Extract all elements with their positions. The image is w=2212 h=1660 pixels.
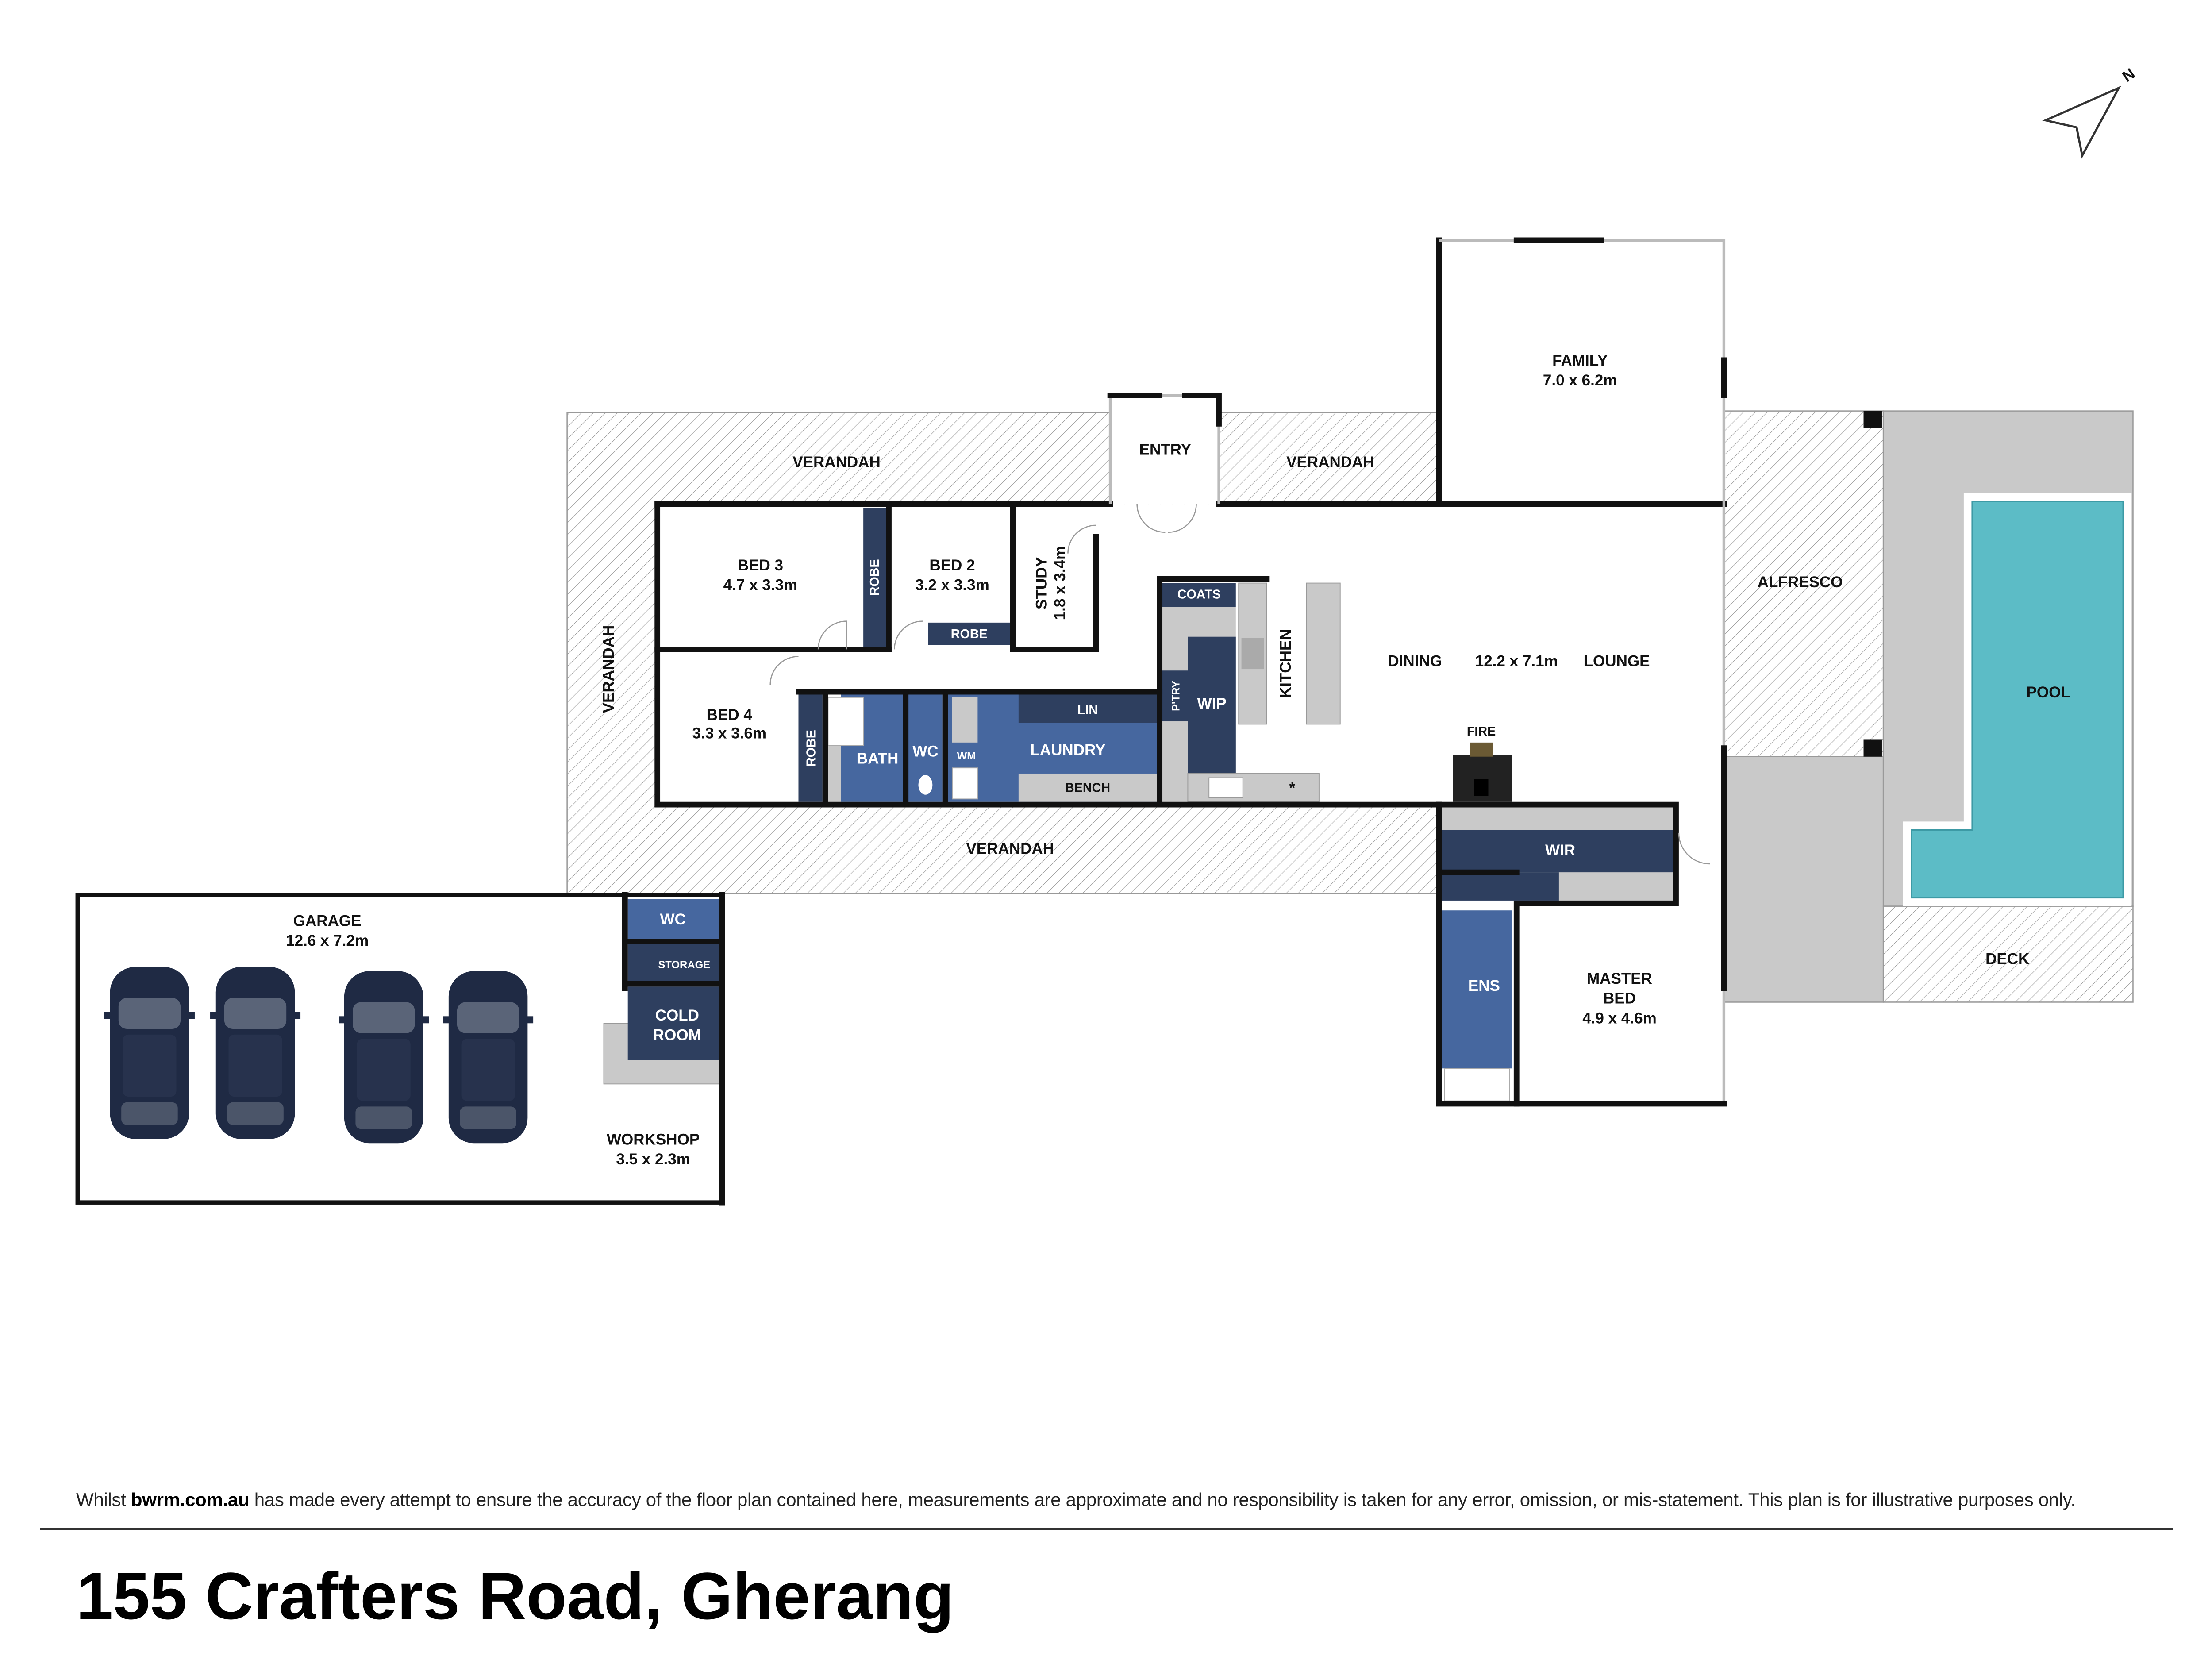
storage-label: STORAGE: [658, 959, 710, 971]
disclaimer-text: has made every attempt to ensure the acc…: [254, 1489, 2076, 1510]
kitchen-island: [1306, 582, 1341, 725]
workshop-dims: 3.5 x 2.3m: [616, 1151, 690, 1168]
entry-label: ENTRY: [1139, 441, 1191, 458]
lin-label: LIN: [1077, 703, 1098, 717]
garage-wc-label: WC: [660, 911, 686, 928]
garage-wc: [627, 899, 719, 939]
north-arrow-icon: N: [2042, 65, 2138, 159]
car-icon: [104, 967, 195, 1139]
alfresco-area: [1723, 410, 1884, 757]
pool: [1911, 501, 2124, 899]
robe-bed4: [798, 694, 823, 802]
pantry-label: P'TRY: [1170, 681, 1182, 711]
divider: [40, 1528, 2173, 1530]
bed2-dims: 3.2 x 3.3m: [915, 577, 989, 594]
pool-label: POOL: [2027, 684, 2070, 701]
family-label: FAMILY: [1552, 352, 1608, 370]
sink-icon: [1208, 777, 1243, 798]
disclaimer: Whilst bwrm.com.au has made every attemp…: [76, 1489, 2076, 1510]
brand-name: bwrm.com.au: [131, 1489, 250, 1510]
bed2-label: BED 2: [929, 557, 975, 574]
family-dims: 7.0 x 6.2m: [1543, 372, 1617, 389]
bath-label: BATH: [857, 750, 899, 767]
master-label-2: BED: [1603, 990, 1636, 1007]
wc-label: WC: [912, 743, 938, 760]
bed4-label: BED 4: [707, 706, 753, 724]
lounge-label: LOUNGE: [1584, 653, 1650, 670]
cold-room-label: COLD: [655, 1007, 699, 1024]
fan-icon: *: [1289, 780, 1296, 797]
coats-cupboard: [1161, 583, 1236, 607]
cold-room-label-2: ROOM: [653, 1027, 701, 1044]
verandah-label: VERANDAH: [600, 625, 617, 713]
alfresco-label: ALFRESCO: [1758, 574, 1843, 591]
bed3-dims: 4.7 x 3.3m: [723, 577, 798, 594]
garage-label: GARAGE: [293, 912, 362, 929]
fire-label: FIRE: [1467, 724, 1496, 739]
disclaimer-prefix: Whilst: [76, 1489, 126, 1510]
car-icon: [339, 971, 429, 1144]
workshop-label: WORKSHOP: [607, 1131, 700, 1148]
study-label: STUDY: [1033, 557, 1050, 609]
robe-label: ROBE: [951, 627, 988, 641]
property-address: 155 Crafters Road, Gherang: [76, 1559, 954, 1633]
bed4-dims: 3.3 x 3.6m: [692, 724, 766, 742]
car-icon: [210, 967, 301, 1139]
robe-bed2: [928, 622, 1010, 645]
cooktop-icon: [1241, 638, 1264, 670]
deck-area: [1882, 905, 2134, 1003]
verandah-label: VERANDAH: [792, 454, 881, 471]
verandah-label: VERANDAH: [966, 840, 1054, 858]
coats-label: COATS: [1177, 588, 1221, 602]
study-dims: 1.8 x 3.4m: [1051, 546, 1069, 620]
walk-in-pantry: [1188, 636, 1236, 774]
robe-bed3: [863, 508, 886, 647]
verandah-label: VERANDAH: [1286, 454, 1374, 471]
fireplace-icon: [1453, 742, 1512, 802]
bed3-label: BED 3: [738, 557, 783, 574]
north-label: N: [2119, 65, 2138, 85]
deck-label: DECK: [1985, 950, 2029, 967]
storage-room: [627, 944, 719, 981]
master-dims: 4.9 x 4.6m: [1582, 1009, 1657, 1027]
master-label: MASTER: [1587, 970, 1652, 987]
ensuite: [1442, 910, 1512, 1069]
room-labels: FAMILY 7.0 x 6.2m ENTRY VERANDAH VERANDA…: [286, 352, 2070, 1168]
paving-area: [1723, 756, 1884, 1003]
robe-label: ROBE: [804, 730, 819, 766]
wir-label: WIR: [1545, 842, 1575, 859]
cold-room: [627, 986, 719, 1060]
robe-label: ROBE: [868, 559, 882, 596]
wip-label: WIP: [1197, 695, 1227, 712]
bench-label: BENCH: [1065, 781, 1110, 795]
wm-label: WM: [957, 750, 976, 762]
garage-dims: 12.6 x 7.2m: [286, 932, 369, 949]
living-dims: 12.2 x 7.1m: [1475, 653, 1558, 670]
kitchen-label: KITCHEN: [1277, 629, 1294, 698]
car-icon: [443, 971, 534, 1144]
laundry-label: LAUNDRY: [1030, 742, 1105, 759]
walls: [654, 237, 1727, 1107]
ens-label: ENS: [1468, 977, 1500, 994]
dining-label: DINING: [1388, 653, 1442, 670]
